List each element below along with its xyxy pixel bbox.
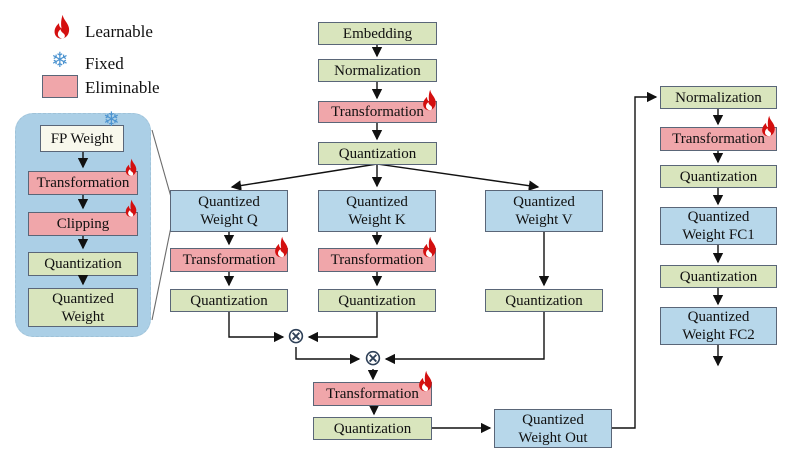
- flame-icon: [416, 370, 436, 395]
- flame-icon: [123, 158, 140, 179]
- quantized-weight-v-node: Quantized Weight V: [485, 190, 603, 232]
- q-quantization-node: Quantization: [170, 289, 288, 312]
- quantization-node: Quantization: [318, 142, 437, 165]
- eliminable-swatch: [42, 75, 78, 98]
- matmul-operator-v: ⊗: [363, 346, 383, 371]
- quantized-weight-q-node: Quantized Weight Q: [170, 190, 288, 232]
- detail-quantization-node: Quantization: [28, 252, 138, 276]
- flame-icon: [272, 236, 292, 261]
- ffn-quantization2-node: Quantization: [660, 265, 777, 288]
- snowflake-icon: ❄: [103, 107, 120, 131]
- k-transformation-node: Transformation: [318, 248, 436, 272]
- quantized-weight-out-node: Quantized Weight Out: [494, 409, 612, 448]
- clipping-node: Clipping: [28, 212, 138, 236]
- fp-weight-node: FP Weight: [40, 125, 124, 152]
- v-quantization-node: Quantization: [485, 289, 603, 312]
- transformation-node: Transformation: [318, 101, 437, 123]
- ffn-transformation-node: Transformation: [660, 127, 777, 151]
- ffn-quantization1-node: Quantization: [660, 165, 777, 188]
- detail-quantized-weight-node: Quantized Weight: [28, 288, 138, 327]
- attn-quantization-node: Quantization: [313, 417, 432, 440]
- detail-transformation-node: Transformation: [28, 171, 138, 195]
- flame-icon: [420, 89, 440, 114]
- flame-icon: [420, 236, 440, 261]
- k-quantization-node: Quantization: [318, 289, 436, 312]
- embedding-node: Embedding: [318, 22, 437, 45]
- legend-eliminable-label: Eliminable: [85, 78, 160, 97]
- quantized-weight-fc2-node: Quantized Weight FC2: [660, 307, 777, 345]
- flame-icon: [51, 14, 74, 43]
- quantized-weight-k-node: Quantized Weight K: [318, 190, 436, 232]
- legend-fixed-label: Fixed: [85, 54, 124, 73]
- matmul-operator-qk: ⊗: [286, 324, 306, 349]
- snowflake-icon: ❄: [51, 48, 69, 72]
- ffn-normalization-node: Normalization: [660, 86, 777, 109]
- quantized-weight-fc1-node: Quantized Weight FC1: [660, 207, 777, 245]
- legend-learnable-label: Learnable: [85, 22, 153, 41]
- attn-transformation-node: Transformation: [313, 382, 432, 406]
- q-transformation-node: Transformation: [170, 248, 288, 272]
- flame-icon: [759, 115, 779, 140]
- normalization-node: Normalization: [318, 59, 437, 82]
- flame-icon: [123, 199, 140, 220]
